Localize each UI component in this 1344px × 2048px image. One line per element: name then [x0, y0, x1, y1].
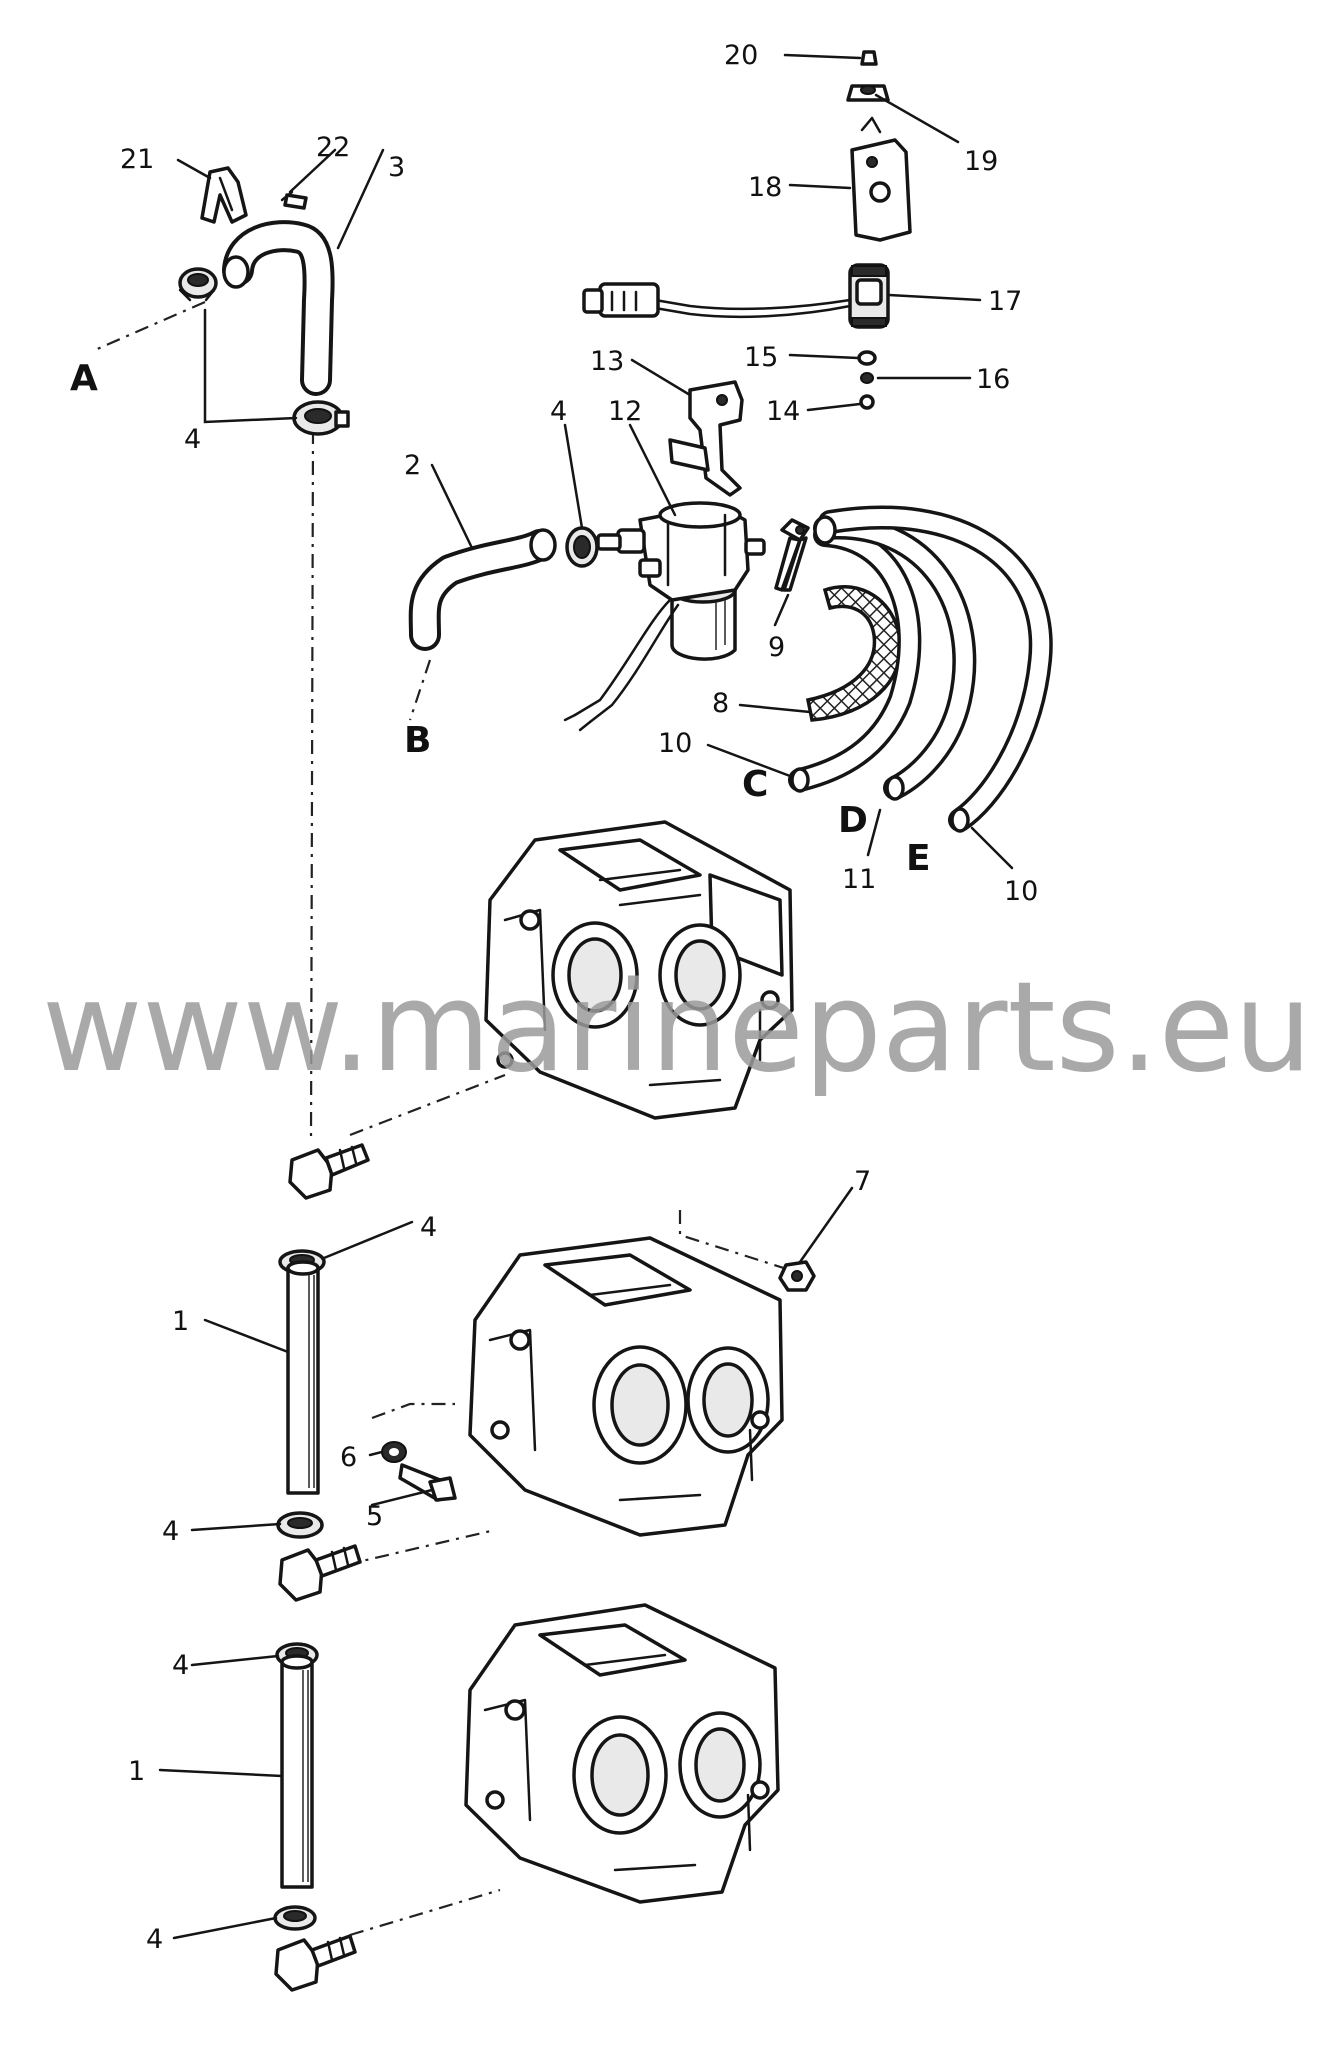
fuel-hose-10-c: [788, 523, 922, 793]
callout-15: 15: [744, 342, 778, 373]
assembly-centerlines: [94, 300, 791, 1937]
mount-bracket-13: [668, 380, 744, 497]
hose-clamp-4-top: [178, 267, 218, 302]
callout-17: 17: [988, 286, 1022, 317]
callout-20: 20: [724, 40, 758, 71]
watermark-text: www.marineparts.eu: [42, 956, 1312, 1100]
tee-fitting-middle: [278, 1544, 362, 1602]
callout-21: 21: [120, 144, 154, 175]
o-ring-15: [857, 350, 877, 366]
callout-4-low-b: 4: [146, 1924, 163, 1955]
hose-3: [222, 220, 335, 396]
callout-4-low-a: 4: [172, 1650, 189, 1681]
washer-16: [860, 372, 874, 384]
callout-4-top: 4: [184, 424, 201, 455]
hose-ends-top: [813, 515, 837, 545]
hose-clamp-4-low-b: [273, 1905, 317, 1931]
callout-8: 8: [712, 688, 729, 719]
fitting-5: [398, 1463, 457, 1502]
callout-numbers: 20 19 18 17 15 16 14 13 12 4 2 3 21 22 4…: [120, 40, 1038, 1955]
carburetor-bottom: [464, 1603, 780, 1904]
callout-1-upper: 1: [172, 1306, 189, 1337]
connection-letter-a: A: [70, 358, 98, 399]
hose-clamp-4-mid-b: [276, 1511, 324, 1539]
tee-fitting-bottom: [274, 1934, 357, 1992]
callout-3: 3: [388, 152, 405, 183]
bracket-18: [850, 116, 912, 242]
hose-clamp-4-pump: [565, 526, 599, 568]
callout-6: 6: [340, 1442, 357, 1473]
callout-19: 19: [964, 146, 998, 177]
callout-1-lower: 1: [128, 1756, 145, 1787]
check-valve-9: [774, 518, 810, 592]
callout-13: 13: [590, 346, 624, 377]
leader-lines: [158, 53, 1014, 1940]
connection-letters: A B C D E: [70, 358, 931, 879]
callout-2: 2: [404, 450, 421, 481]
screw-14: [859, 394, 875, 410]
connection-letter-d: D: [838, 800, 868, 841]
callout-4-pump: 4: [550, 396, 567, 427]
callout-11: 11: [842, 864, 876, 895]
callout-14: 14: [766, 396, 800, 427]
fuel-hose-10-e: [818, 505, 1053, 833]
carburetor-middle: [468, 1236, 784, 1537]
callout-16: 16: [976, 364, 1010, 395]
connection-letter-b: B: [404, 720, 431, 761]
plug-7: [778, 1260, 816, 1292]
bracket-21: [200, 166, 248, 224]
callout-22: 22: [316, 132, 350, 163]
callout-9: 9: [768, 632, 785, 663]
callout-4-mid-a: 4: [420, 1212, 437, 1243]
electric-fuel-pump-12: [563, 501, 766, 732]
callout-4-mid-b: 4: [162, 1516, 179, 1547]
hose-2: [408, 528, 557, 651]
callout-5: 5: [366, 1501, 383, 1532]
filter-screen-8: [805, 584, 903, 722]
screw-22: [280, 190, 308, 210]
callout-7: 7: [854, 1166, 871, 1197]
filter-sensor-17: [582, 263, 890, 329]
connection-letter-e: E: [906, 838, 931, 879]
callout-18: 18: [748, 172, 782, 203]
callout-10-c: 10: [658, 728, 692, 759]
nut-20: [860, 50, 878, 66]
callout-10-e: 10: [1004, 876, 1038, 907]
washer-6: [381, 1441, 407, 1463]
tee-fitting-top: [288, 1143, 370, 1200]
callout-12: 12: [608, 396, 642, 427]
fuel-line-1-lower: [280, 1654, 314, 1889]
connection-letter-c: C: [742, 764, 768, 805]
fuel-hose-11-d: [813, 515, 977, 801]
fuel-line-1-upper: [286, 1260, 320, 1495]
carburetor-top: [484, 820, 794, 1120]
hose-clamp-4-lower: [292, 400, 350, 436]
